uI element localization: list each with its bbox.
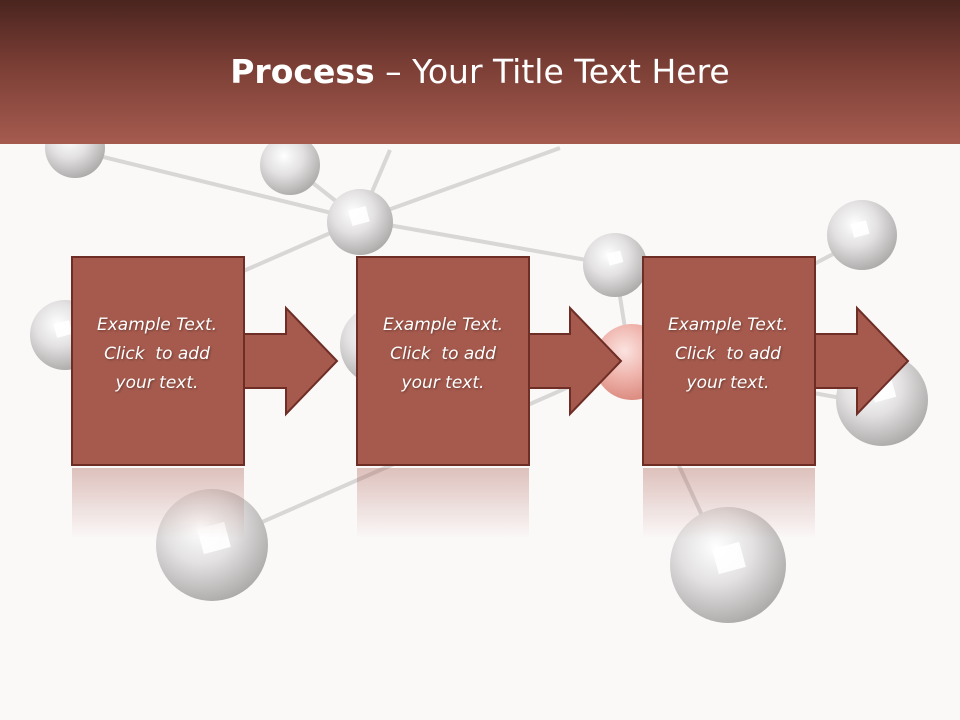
step-1-box[interactable] — [71, 256, 245, 466]
step-3-line-1: Example Text. — [667, 315, 789, 335]
step-3-text[interactable]: Example Text. Click to add your text. — [643, 311, 813, 398]
reflections — [72, 468, 815, 538]
title-bold: Process — [230, 52, 375, 91]
step-2-box[interactable] — [356, 256, 530, 466]
step-1-line-1: Example Text. — [96, 315, 218, 335]
step-3-arrow — [813, 305, 910, 417]
step-1-text[interactable]: Example Text. Click to add your text. — [72, 311, 242, 398]
title-bar: Process – Your Title Text Here — [0, 0, 960, 144]
step-1-arrow — [242, 305, 339, 417]
step-2-arrow — [527, 305, 623, 417]
step-2-text[interactable]: Example Text. Click to add your text. — [358, 311, 528, 398]
step-3-line-3: your text. — [686, 373, 770, 393]
title-rest: – Your Title Text Here — [374, 52, 730, 91]
step-3-line-2: Click to add — [675, 344, 781, 364]
step-1-line-2: Click to add — [104, 344, 210, 364]
step-3-box[interactable] — [642, 256, 816, 466]
step-1-line-3: your text. — [115, 373, 199, 393]
step-2-line-3: your text. — [401, 373, 485, 393]
step-2-line-2: Click to add — [390, 344, 496, 364]
step-2-line-1: Example Text. — [382, 315, 504, 335]
page-title[interactable]: Process – Your Title Text Here — [0, 52, 960, 91]
